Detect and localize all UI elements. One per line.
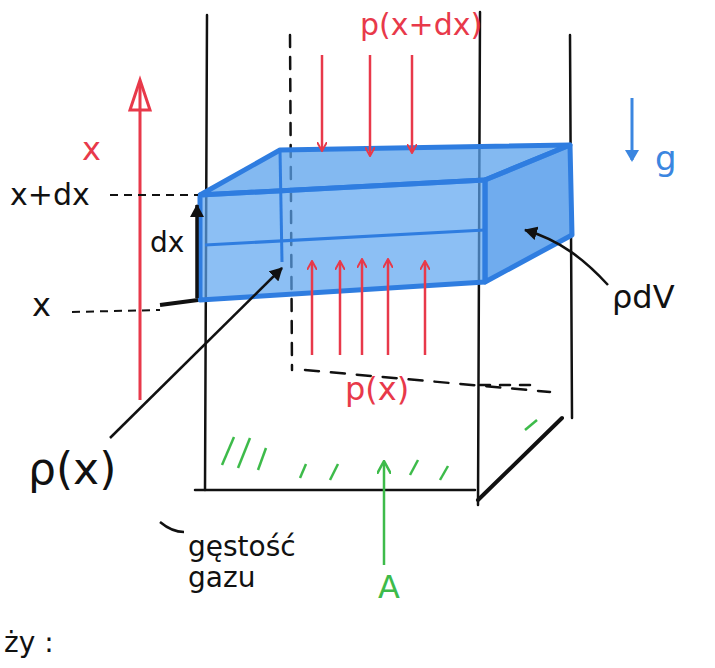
thickness-label: dx [148, 228, 186, 259]
axis-label: x [82, 132, 101, 167]
weight-label: ρdV [612, 280, 675, 315]
density-label: ρ(x) [28, 445, 116, 493]
pressure-label: p(x) [345, 372, 409, 407]
gravity-label: g [655, 140, 677, 177]
note-text: ży : [4, 628, 54, 659]
note-text: gęstość gazu [188, 532, 338, 594]
level-label: x+dx [8, 178, 92, 211]
pressure-label: p(x+dx) [360, 8, 482, 41]
level-label: x [32, 288, 51, 323]
area-label: A [378, 570, 400, 605]
